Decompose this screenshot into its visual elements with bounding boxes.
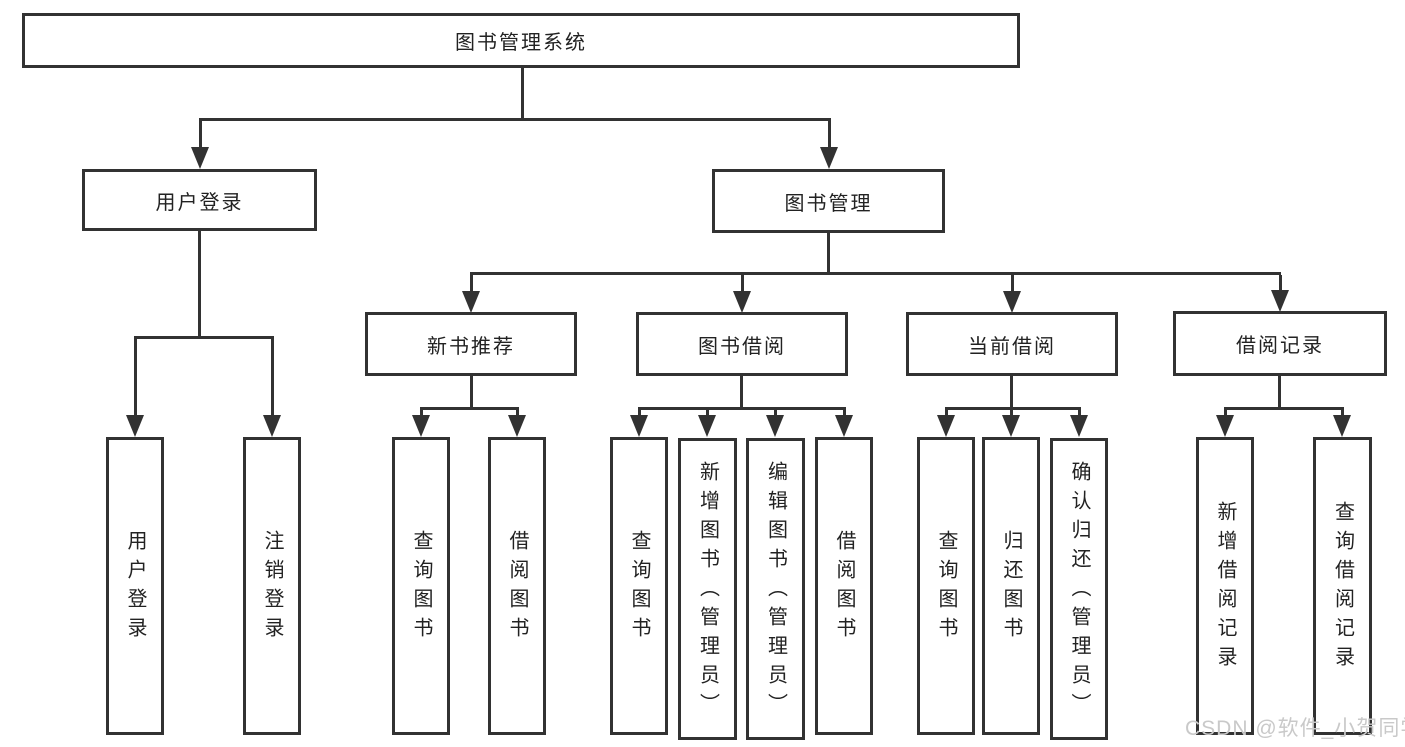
connector-line xyxy=(470,272,1281,275)
leaf-add-books-admin: 新增图书（管理员） xyxy=(678,438,737,740)
node-user-login: 用户登录 xyxy=(82,169,317,231)
node-book-borrowing: 图书借阅 xyxy=(636,312,848,376)
leaf-confirm-return-admin: 确认归还（管理员） xyxy=(1050,438,1108,740)
connector-line xyxy=(420,407,519,410)
connector-arrow-down xyxy=(1002,410,1020,437)
node-current-borrowing: 当前借阅 xyxy=(906,312,1118,376)
connector-arrow-down xyxy=(263,339,281,437)
connector-line xyxy=(1278,376,1281,407)
connector-line xyxy=(521,67,524,118)
leaf-query-books: 查询图书 xyxy=(917,437,975,735)
connector-line xyxy=(134,336,274,339)
connector-line xyxy=(199,118,831,121)
connector-arrow-down xyxy=(126,339,144,437)
connector-arrow-down xyxy=(1271,275,1289,312)
leaf-logout-login: 注销登录 xyxy=(243,437,301,735)
connector-line xyxy=(740,376,743,407)
connector-arrow-down xyxy=(766,410,784,437)
connector-arrow-down xyxy=(1070,410,1088,437)
leaf-borrow-books: 借阅图书 xyxy=(815,437,873,735)
node-library-management-system: 图书管理系统 xyxy=(22,13,1020,68)
connector-line xyxy=(1224,407,1344,410)
connector-arrow-down xyxy=(1333,410,1351,437)
connector-line xyxy=(198,231,201,336)
watermark: CSDN @软件_小贺同学 xyxy=(1185,717,1405,740)
connector-line xyxy=(638,407,846,410)
leaf-edit-books-admin: 编辑图书（管理员） xyxy=(746,438,805,740)
connector-line xyxy=(470,376,473,407)
connector-arrow-down xyxy=(412,410,430,437)
connector-arrow-down xyxy=(820,121,838,169)
connector-arrow-down xyxy=(937,410,955,437)
connector-line xyxy=(1010,376,1013,407)
node-book-management: 图书管理 xyxy=(712,169,945,233)
connector-arrow-down xyxy=(1003,275,1021,313)
connector-arrow-down xyxy=(698,410,716,437)
connector-line xyxy=(827,233,830,272)
connector-arrow-down xyxy=(835,410,853,437)
connector-arrow-down xyxy=(733,275,751,313)
leaf-borrow-books: 借阅图书 xyxy=(488,437,546,735)
leaf-query-borrow-record: 查询借阅记录 xyxy=(1313,437,1372,735)
leaf-user-login: 用户登录 xyxy=(106,437,164,735)
leaf-query-books: 查询图书 xyxy=(392,437,450,735)
connector-arrow-down xyxy=(1216,410,1234,437)
node-new-book-recommendation: 新书推荐 xyxy=(365,312,577,376)
connector-arrow-down xyxy=(462,275,480,313)
connector-line xyxy=(945,407,1081,410)
connector-arrow-down xyxy=(508,410,526,437)
leaf-add-borrow-record: 新增借阅记录 xyxy=(1196,437,1254,735)
leaf-query-books: 查询图书 xyxy=(610,437,668,735)
connector-arrow-down xyxy=(191,121,209,169)
node-borrowing-records: 借阅记录 xyxy=(1173,311,1387,376)
connector-arrow-down xyxy=(630,410,648,437)
leaf-return-books: 归还图书 xyxy=(982,437,1040,735)
